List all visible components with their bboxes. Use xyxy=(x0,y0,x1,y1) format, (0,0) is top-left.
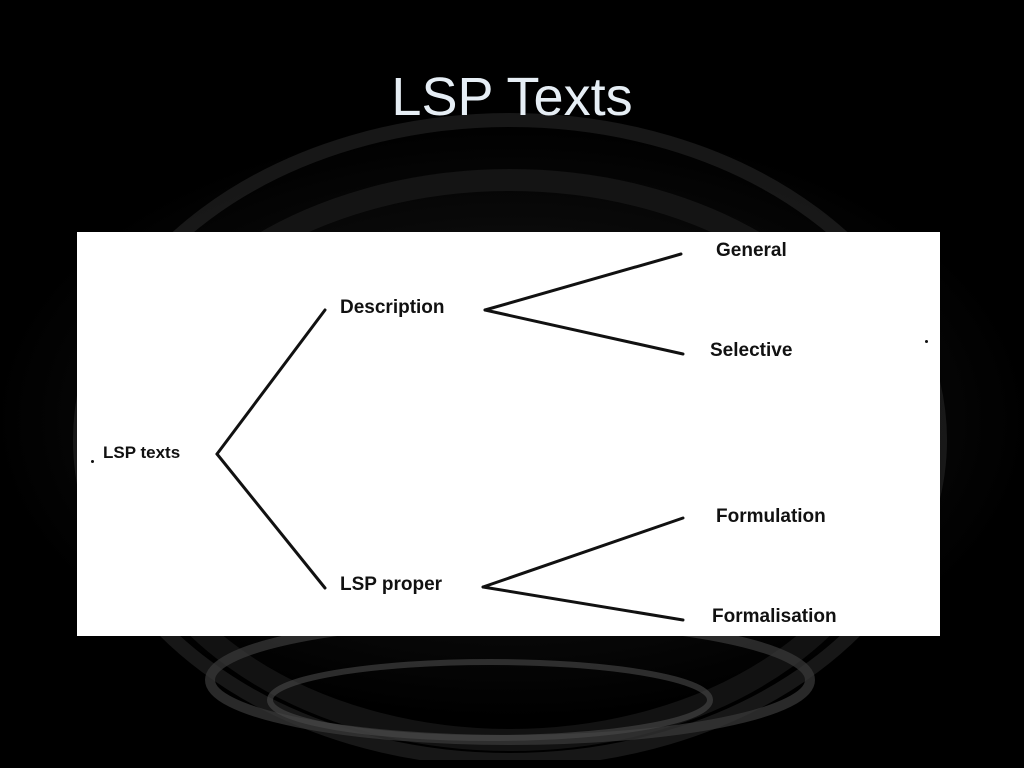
stray-dot-right xyxy=(925,340,928,343)
node-lsp-texts: LSP texts xyxy=(103,443,181,462)
edge-root-to-lsp-proper xyxy=(215,452,327,590)
tree-connector-lines xyxy=(215,252,685,622)
edge-description-to-general xyxy=(483,252,683,312)
edge-lsp-proper-to-formulation xyxy=(481,516,685,589)
edge-lsp-proper-to-formalisation xyxy=(481,585,685,622)
node-formulation: Formulation xyxy=(716,506,826,527)
node-description: Description xyxy=(340,297,445,318)
tree-diagram-panel: LSP texts Description LSP proper General… xyxy=(77,232,940,636)
node-selective: Selective xyxy=(710,340,793,361)
edge-root-to-description xyxy=(215,308,327,456)
edge-description-to-selective xyxy=(483,308,685,356)
node-lsp-proper: LSP proper xyxy=(340,574,443,595)
slide-title: LSP Texts xyxy=(391,67,633,127)
node-general: General xyxy=(716,240,787,261)
stray-dot-left xyxy=(91,460,94,463)
node-formalisation: Formalisation xyxy=(712,606,837,627)
